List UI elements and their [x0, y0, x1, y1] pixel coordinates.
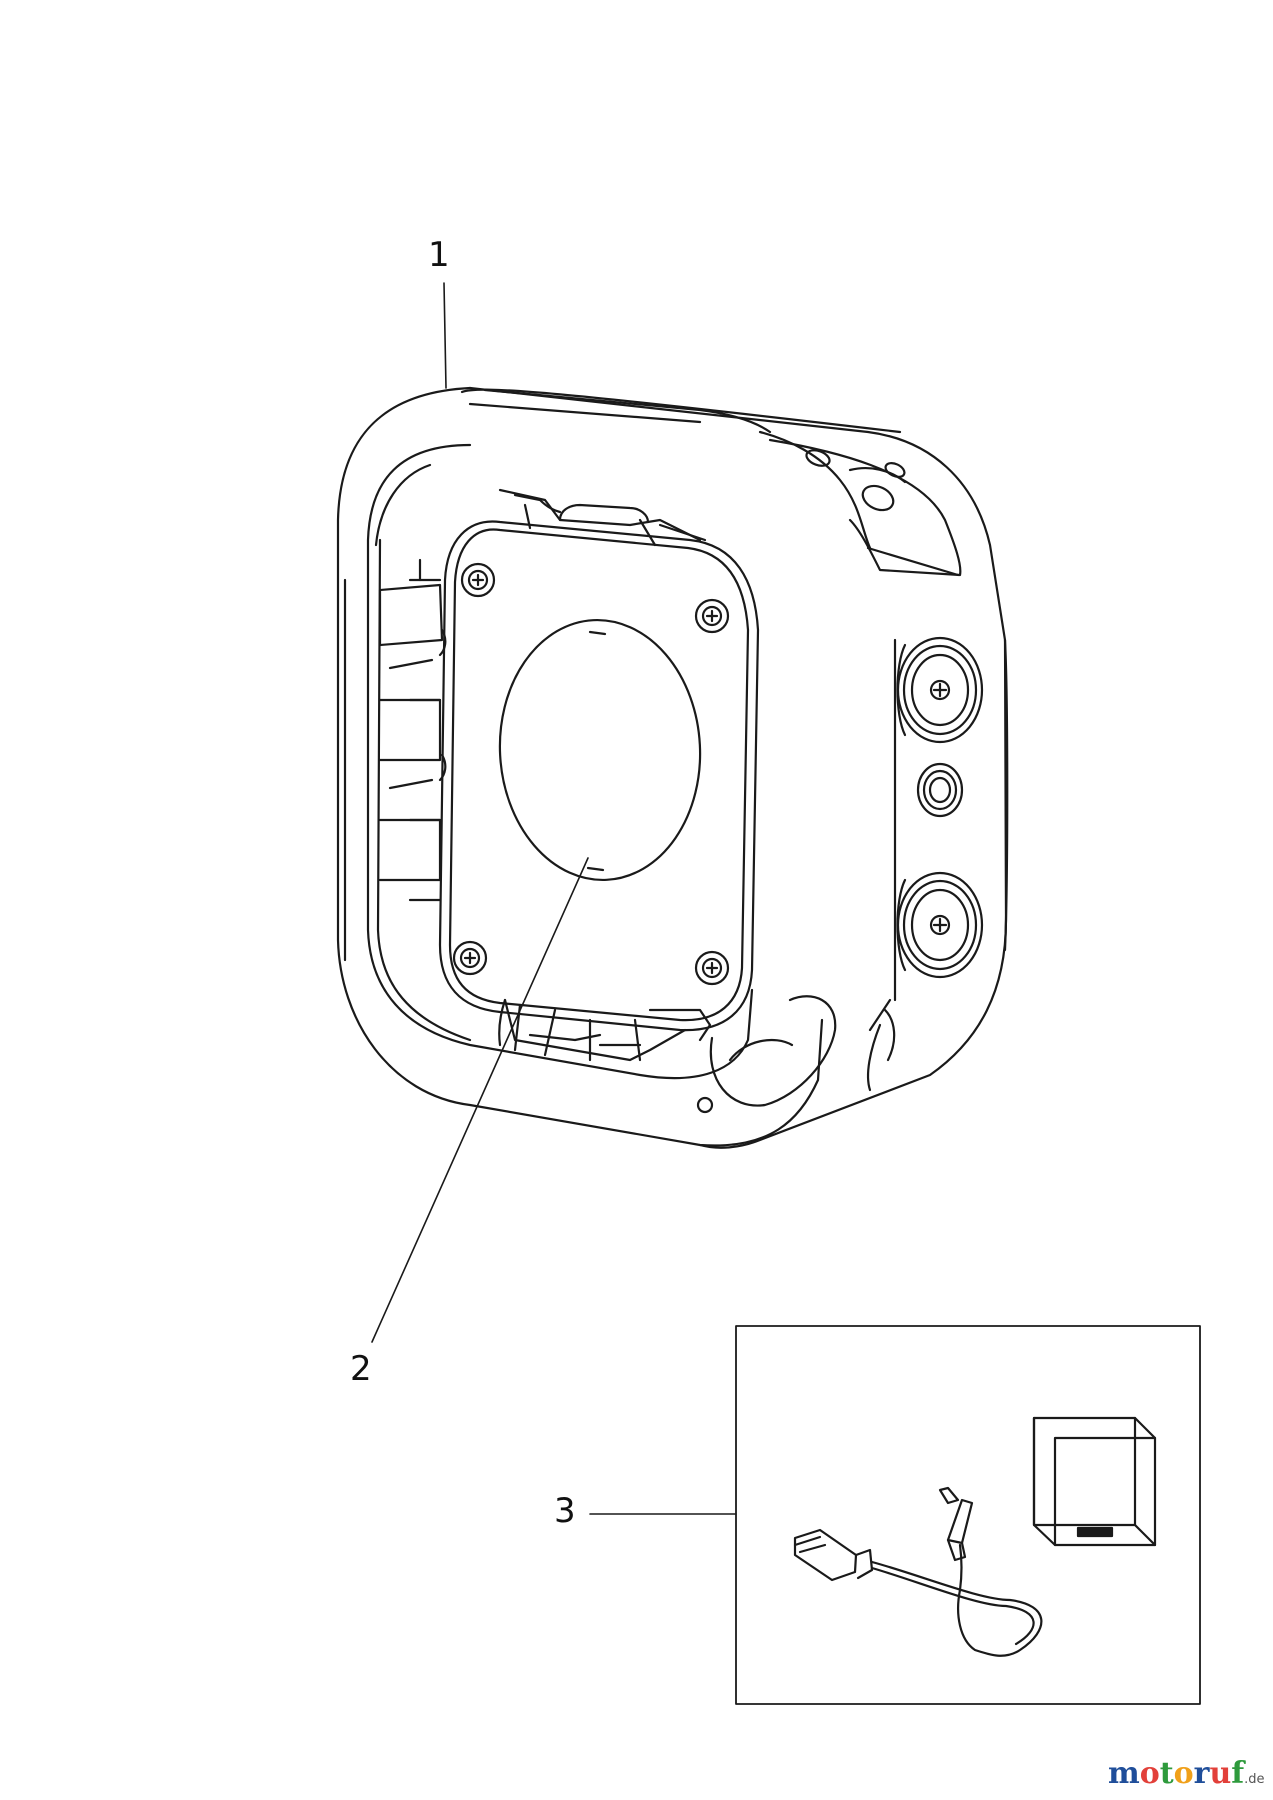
front-plate: [438, 520, 760, 1032]
watermark-logo: motoruf.de: [1108, 1756, 1265, 1791]
accessory-box: [735, 1325, 1201, 1705]
callout-2: 2: [350, 1349, 372, 1389]
housing-body: [336, 386, 1009, 1149]
callout-1: 1: [428, 235, 450, 275]
leader-1: [443, 282, 447, 389]
leader-lines: [371, 282, 737, 1515]
leader-2: [371, 857, 589, 1343]
callout-3: 3: [554, 1491, 576, 1531]
